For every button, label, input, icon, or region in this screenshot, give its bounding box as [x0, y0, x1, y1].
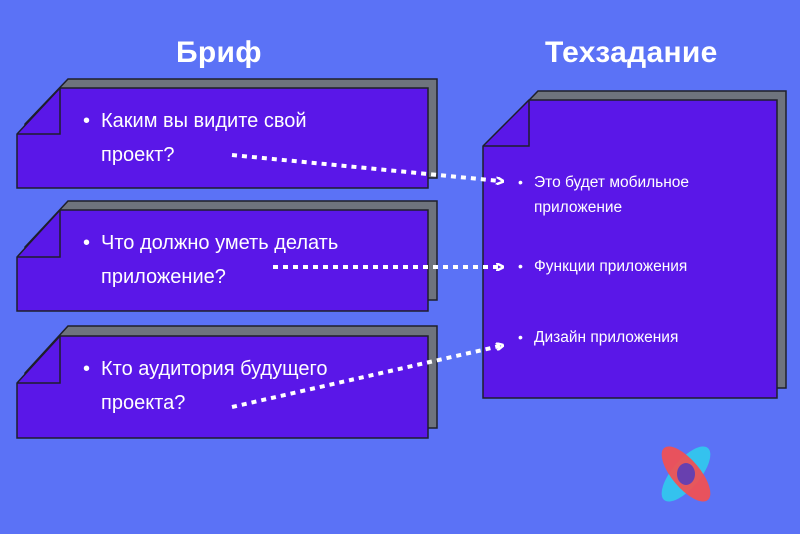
- spec-item-2: Функции приложения: [518, 254, 687, 279]
- brief-card-1-text: Каким вы видите свой проект?: [83, 104, 307, 172]
- brief-card-line: проект?: [101, 144, 175, 166]
- card-fold: [17, 210, 61, 258]
- brief-card-line: Каким вы видите свой: [101, 110, 307, 132]
- brief-card-line: Кто аудитория будущего: [101, 358, 328, 380]
- spec-card: [482, 90, 787, 399]
- card-body: [482, 99, 778, 399]
- spec-heading: Техзадание: [545, 36, 718, 69]
- spec-item-3: Дизайн приложения: [518, 325, 678, 350]
- spec-item-1: Это будет мобильное приложение: [518, 170, 689, 220]
- logo-icon: [661, 446, 711, 502]
- brief-card-line: проекта?: [101, 392, 186, 414]
- spec-item-line: Функции приложения: [534, 258, 688, 275]
- brief-card-line: приложение?: [101, 266, 226, 288]
- card-fold: [483, 100, 530, 147]
- brief-card-3-text: Кто аудитория будущего проекта?: [83, 352, 327, 420]
- card-fold: [17, 336, 61, 384]
- card-fold: [17, 88, 61, 135]
- spec-item-line: Это будет мобильное: [534, 174, 690, 191]
- spec-item-line: Дизайн приложения: [534, 329, 679, 346]
- spec-item-line: приложение: [534, 199, 623, 216]
- brief-heading: Бриф: [176, 36, 262, 69]
- brief-card-2-text: Что должно уметь делать приложение?: [83, 226, 338, 294]
- brief-card-line: Что должно уметь делать: [101, 232, 339, 254]
